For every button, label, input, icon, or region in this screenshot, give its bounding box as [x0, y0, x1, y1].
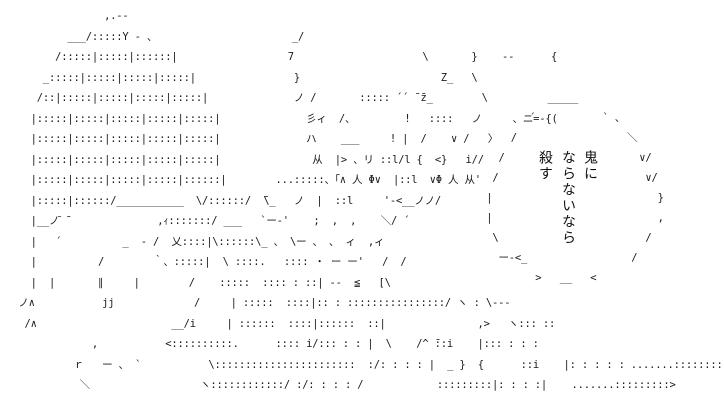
speech-bubble-outline-line: ´ ` 、	[474, 112, 626, 124]
ascii-art-line: |__ノ̄ ̄ ,ｨ:::::::/ ___ `ー-' ; , , ＼/ ´	[0, 215, 410, 227]
speech-text-line-2: ならないなら	[560, 150, 576, 246]
ascii-art-line: |:::::|:::::|:::::|:::::|:::::| ハ ___ ! …	[0, 133, 499, 145]
speech-bubble-outline-line: > __ <	[474, 272, 597, 284]
ascii-art-line: |:::::|::::::/___________ \/::::::/ ̄\_ …	[0, 194, 442, 207]
ascii-art-line: /∧ __/i | :::::: ::::|:::::: ::| ,> ヽ:::…	[0, 317, 556, 330]
ascii-art-line: /::|:::::|:::::|:::::|:::::| ノ / ::::: ´…	[0, 92, 488, 104]
speech-bubble-outline-line: \ /	[474, 232, 652, 244]
ascii-art-line: , <::::::::::. :::: i/::: : : | \ /^ ̄::…	[0, 338, 539, 350]
speech-bubble-outline-line: | }	[474, 192, 664, 204]
ascii-art-line: | | ∥ | / ::::: :::: : ::| -- ≦ [\	[0, 276, 391, 289]
ascii-art-line: /:::::|:::::|::::::| 7 \ } -- {	[0, 51, 558, 63]
speech-text-line-1: 鬼に	[582, 150, 598, 182]
speech-text-line-3: 殺す	[537, 150, 553, 182]
ascii-art-line: ノ∧ jj / | ::::: ::::|:: : ::::::::::::::…	[0, 297, 511, 309]
ascii-art-line: ___/:::::Y - 、 _/	[0, 30, 305, 43]
ascii-art-line: ,.--	[0, 10, 129, 22]
speech-bubble-outline-line: ー-<_ /	[474, 252, 638, 264]
ascii-art-line: |:::::|:::::|:::::|:::::|::::::| ...::::…	[0, 174, 481, 186]
ascii-art-line: _:::::|:::::|:::::|:::::| } Z_ \	[0, 71, 478, 84]
speech-bubble-outline-line: / ＼	[474, 132, 638, 144]
speech-bubble-outline-line: _____	[474, 92, 579, 104]
speech-bubble-outline-line: / ∨/	[474, 152, 652, 164]
speech-bubble: _____ ´ ` 、 / ＼ / ∨/ / ∨/ | } | , \	[474, 92, 704, 302]
speech-bubble-outline-line: / ∨/	[474, 172, 658, 184]
ascii-art-line: ｒ ー 、 ` \::::::::::::::::::::::: :/: : :…	[0, 358, 724, 371]
ascii-art-line: |:::::|:::::|:::::|:::::|:::::| 彡ィ /、 ! …	[0, 112, 558, 125]
ascii-art-line: | ´ _ - / 乂::::|\::::::\_ 、 \ー 、 、 ィ ,ィ	[0, 235, 385, 248]
ascii-art-line: ＼ ヽ::::::::::::/ :/: : : : / :::::::::|:…	[0, 379, 676, 391]
speech-bubble-outline-line: | ,	[474, 212, 664, 224]
ascii-art-line: | / ｀、:::::| \ ::::. :::: ・ ー ー' / /	[0, 256, 407, 268]
ascii-art-line: |:::::|:::::|:::::|:::::|:::::| 从 |> 、リ …	[0, 153, 485, 166]
